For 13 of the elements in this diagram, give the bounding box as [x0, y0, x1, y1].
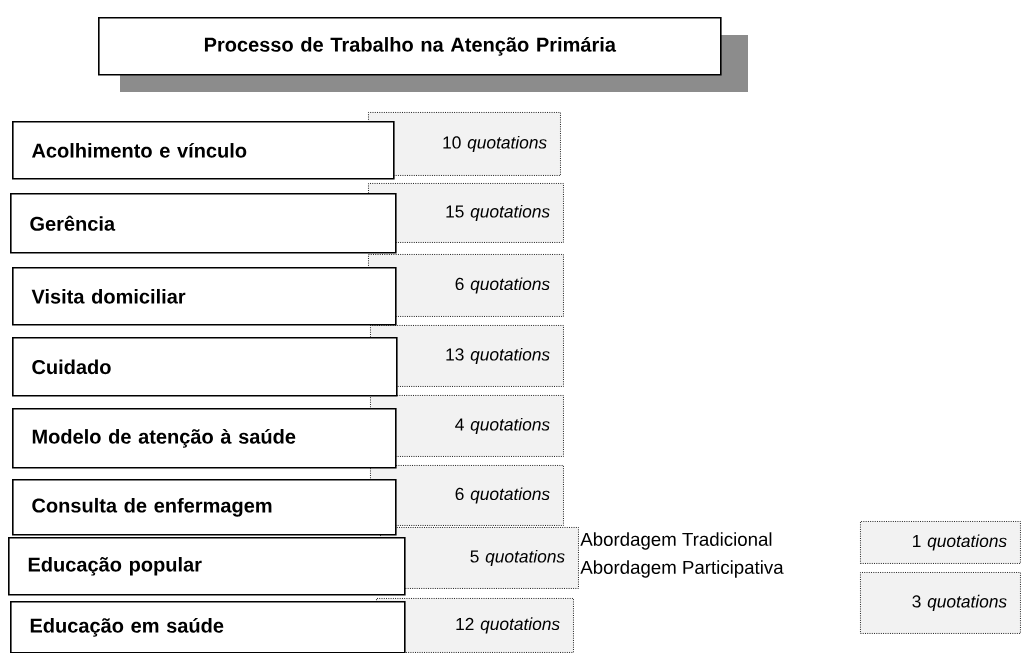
title-box: Processo de Trabalho na Atenção Primária [98, 17, 748, 92]
quotation-count-box: 1 quotations [860, 521, 1021, 564]
category-box: Acolhimento e vínculo [12, 121, 395, 180]
quotation-count-box: 3 quotations [860, 572, 1021, 634]
annotation-text: Abordagem Tradicional [580, 532, 772, 550]
category-box: Modelo de atenção à saúde [12, 408, 397, 469]
category-box: Consulta de enfermagem [12, 479, 397, 536]
category-box: Visita domiciliar [12, 267, 397, 326]
category-box: Educação em saúde [10, 601, 406, 653]
annotation-text: Abordagem Participativa [580, 560, 784, 578]
category-box: Gerência [10, 193, 397, 254]
category-box: Educação popular [8, 537, 406, 596]
category-box: Cuidado [12, 337, 398, 397]
